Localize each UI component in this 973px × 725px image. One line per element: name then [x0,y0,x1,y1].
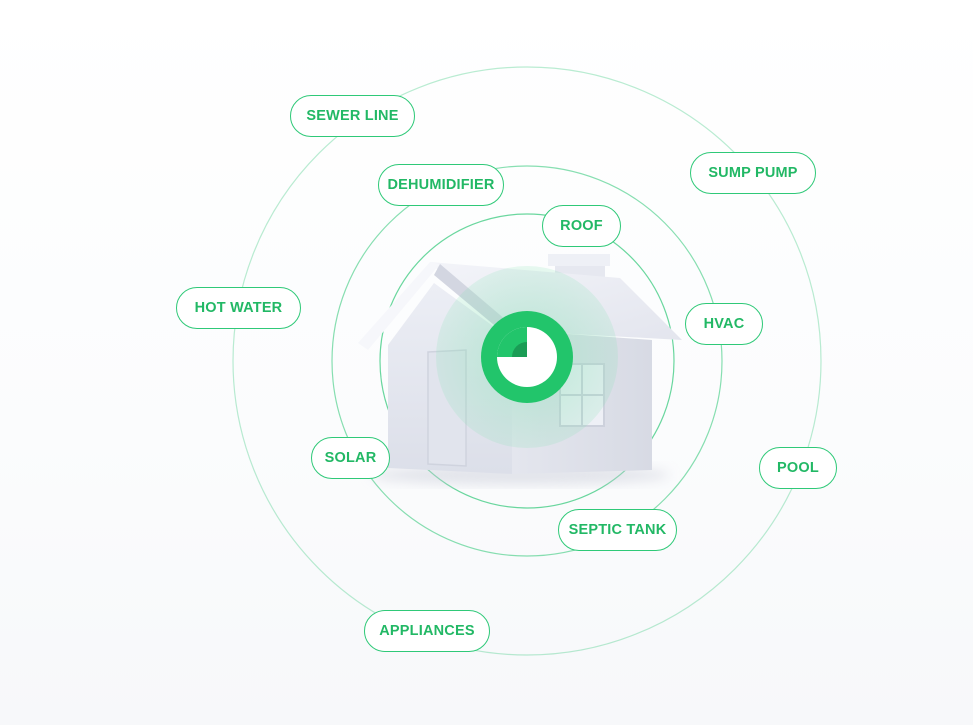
sewer-line-tag[interactable]: SEWER LINE [290,95,415,137]
septic-tank-tag[interactable]: SEPTIC TANK [558,509,677,551]
middle-ring [331,165,723,557]
pool-tag[interactable]: POOL [759,447,837,489]
inner-ring [379,213,675,509]
hot-water-tag[interactable]: HOT WATER [176,287,301,329]
roof-tag[interactable]: ROOF [542,205,621,247]
chimney-cap [548,254,610,266]
roof-fascia [358,262,440,350]
solar-tag[interactable]: SOLAR [311,437,390,479]
dehumidifier-tag[interactable]: DEHUMIDIFIER [378,164,504,206]
sump-pump-tag[interactable]: SUMP PUMP [690,152,816,194]
partial-circle-logo-icon [481,311,573,403]
appliances-tag[interactable]: APPLIANCES [364,610,490,652]
outer-ring [232,66,822,656]
hvac-tag[interactable]: HVAC [685,303,763,345]
